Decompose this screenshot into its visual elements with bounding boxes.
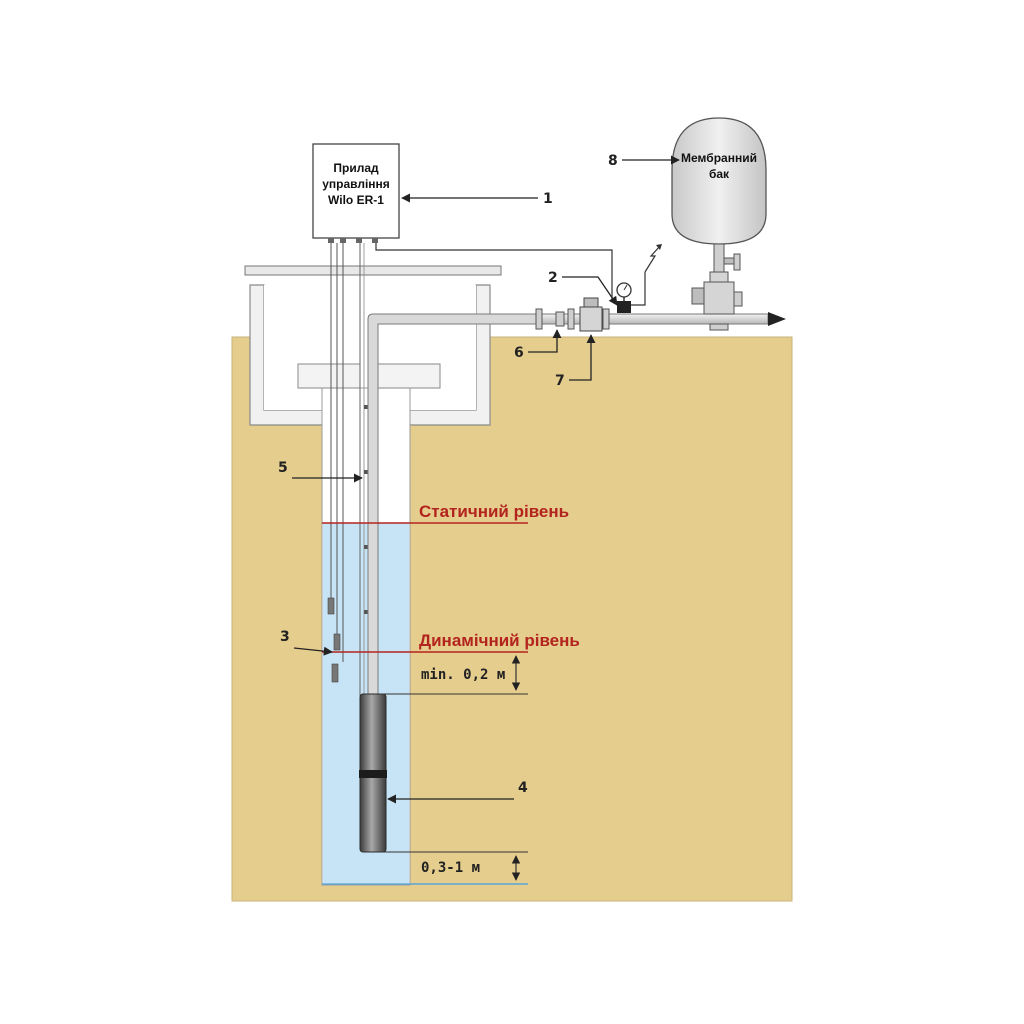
cable-tie <box>364 610 369 614</box>
check-valve-top <box>583 297 599 308</box>
cable-gland <box>328 238 334 243</box>
tank-neck <box>713 243 725 273</box>
callout-8: 8 <box>608 153 618 169</box>
cable-gland <box>340 238 346 243</box>
float-switch-3 <box>331 663 339 683</box>
control-box-line1: Прилад <box>333 161 379 175</box>
casing-head-right <box>377 363 441 389</box>
pump-band <box>359 770 387 778</box>
callout-3: 3 <box>280 629 290 645</box>
power-supply-wire <box>631 272 646 306</box>
float-switch-1 <box>327 597 335 615</box>
casing-head-left <box>297 363 361 389</box>
cable-gland <box>356 238 362 243</box>
cable-tie <box>364 545 369 549</box>
check-valve-body <box>579 306 603 332</box>
membrane-tank <box>671 117 767 245</box>
flange-mid <box>555 311 565 327</box>
lightning-icon <box>644 245 661 273</box>
callout-2: 2 <box>548 270 558 286</box>
flange-left <box>535 308 543 330</box>
callout-6-leader <box>528 329 562 353</box>
static-level-label: Статичний рівень <box>419 502 569 521</box>
lightning-arrowhead-icon <box>656 244 662 250</box>
tank-valve-knob <box>733 253 741 271</box>
float-switch-2 <box>333 633 341 651</box>
callout-6: 6 <box>514 345 524 361</box>
cable-gland <box>372 238 378 243</box>
tank-tee <box>703 281 735 315</box>
tank-tee-bottom <box>709 323 729 331</box>
tank-drain-valve <box>691 287 705 305</box>
callout-4: 4 <box>518 780 528 796</box>
tank-drain-cap <box>733 291 743 307</box>
dim-min-label: min. 0,2 м <box>421 667 505 683</box>
dynamic-level-label: Динамічний рівень <box>419 631 580 650</box>
flange-right <box>567 308 575 330</box>
pressure-switch <box>617 301 631 313</box>
callout-2-leader <box>562 276 618 306</box>
riser-pipe <box>367 313 539 697</box>
callout-5: 5 <box>278 460 288 476</box>
signal-wire <box>375 243 613 301</box>
callout-7-leader <box>569 334 596 381</box>
callout-1: 1 <box>543 191 553 207</box>
cover-plate <box>244 265 502 276</box>
tank-label-line1: Мембранний <box>681 151 757 165</box>
flange-valve <box>602 308 610 330</box>
control-box-line2: управління <box>322 177 390 191</box>
gauge-needle <box>623 284 628 291</box>
dim-bottom-label: 0,3-1 м <box>421 860 480 876</box>
control-box <box>312 143 400 239</box>
control-box-line3: Wilo ER-1 <box>328 193 384 207</box>
tank-label-line2: бак <box>709 167 730 181</box>
callout-7: 7 <box>555 373 565 389</box>
callout-3-leader <box>293 646 333 656</box>
cable-tie <box>364 405 369 409</box>
flow-arrow-icon <box>768 312 786 326</box>
tank-union <box>709 271 729 283</box>
cable-tie <box>364 470 369 474</box>
